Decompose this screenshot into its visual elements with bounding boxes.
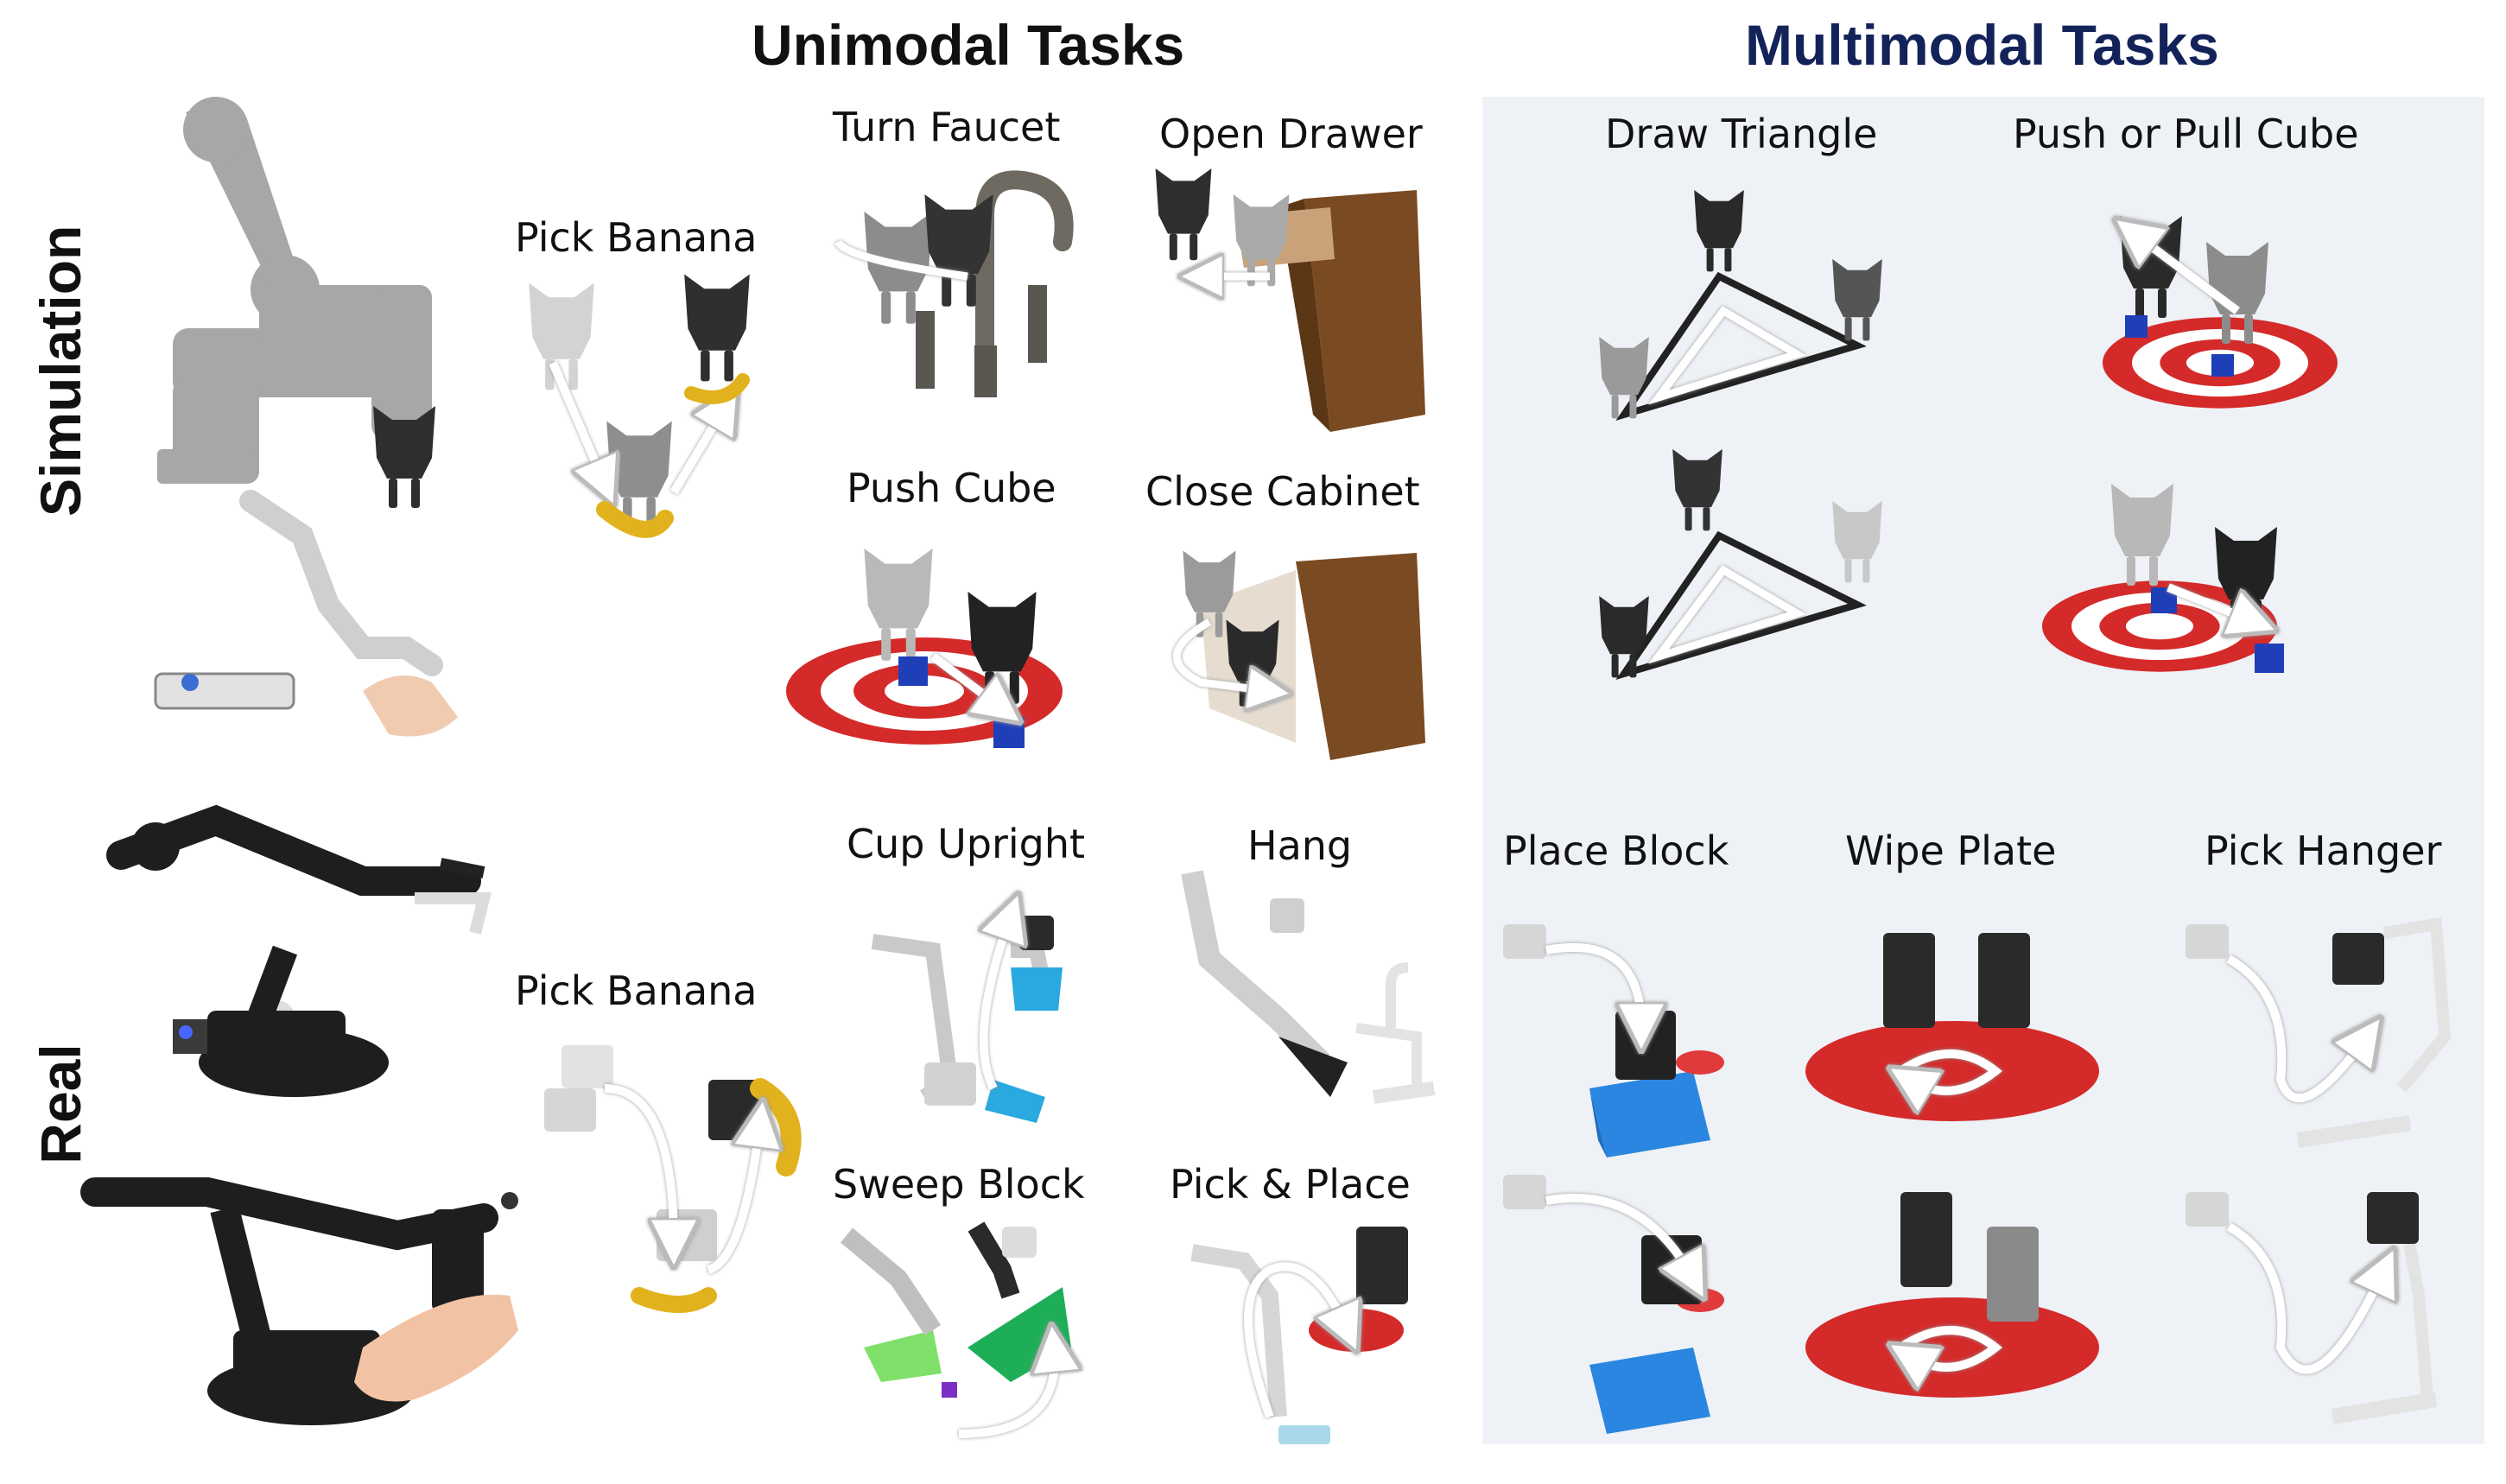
multimodal-header: Multimodal Tasks xyxy=(1745,13,2219,77)
close-cabinet-art xyxy=(1173,550,1425,760)
task-label-open-drawer: Open Drawer xyxy=(1159,111,1423,157)
sim-robot-gripper xyxy=(373,406,435,508)
task-label-pick-hanger: Pick Hanger xyxy=(2205,828,2442,874)
task-label-push-cube: Push Cube xyxy=(847,465,1056,511)
real-hand xyxy=(354,1294,518,1402)
real-follower-arm xyxy=(106,804,492,1097)
real-leader-arm xyxy=(80,1177,518,1425)
cup-upright-art xyxy=(871,916,1063,1123)
task-label-sim-pick-banana: Pick Banana xyxy=(515,214,758,261)
push-cube-art xyxy=(786,549,1063,748)
open-drawer-art xyxy=(1155,168,1425,432)
task-label-push-or-pull-cube: Push or Pull Cube xyxy=(2013,111,2359,157)
task-label-place-block: Place Block xyxy=(1503,828,1729,874)
sweep-block-art xyxy=(840,1221,1071,1438)
task-label-real-pick-banana: Pick Banana xyxy=(515,967,758,1014)
task-label-sweep-block: Sweep Block xyxy=(833,1161,1085,1208)
sim-teleop-device xyxy=(154,490,443,710)
task-label-close-cabinet: Close Cabinet xyxy=(1145,468,1420,515)
real-pick-banana-art xyxy=(544,1045,802,1313)
wipe-plate-art-1 xyxy=(1805,933,2099,1121)
task-label-hang: Hang xyxy=(1247,822,1353,869)
sim-robot-arm xyxy=(157,97,432,484)
sim-hand xyxy=(363,675,458,737)
place-block-art-2 xyxy=(1503,1175,1724,1434)
hang-art xyxy=(1181,870,1436,1104)
task-label-draw-triangle: Draw Triangle xyxy=(1605,111,1878,157)
task-label-pick-and-place: Pick & Place xyxy=(1170,1161,1411,1208)
wipe-plate-art-2 xyxy=(1805,1192,2099,1398)
pick-hanger-art-2 xyxy=(2186,1192,2438,1424)
task-label-cup-upright: Cup Upright xyxy=(847,821,1086,867)
turn-faucet-art xyxy=(834,170,1074,397)
pick-and-place-art xyxy=(1190,1227,1408,1444)
task-label-turn-faucet: Turn Faucet xyxy=(833,104,1061,150)
draw-triangle-art-1 xyxy=(1599,190,1882,422)
pick-hanger-art-1 xyxy=(2186,916,2452,1148)
draw-triangle-art-2 xyxy=(1599,449,1882,681)
place-block-art-1 xyxy=(1503,924,1724,1157)
sim-pick-banana-art xyxy=(529,274,750,538)
push-or-pull-cube-art-2 xyxy=(2042,484,2284,673)
push-or-pull-cube-art-1 xyxy=(2103,216,2338,409)
task-label-wipe-plate: Wipe Plate xyxy=(1845,828,2057,874)
unimodal-header: Unimodal Tasks xyxy=(752,13,1185,77)
